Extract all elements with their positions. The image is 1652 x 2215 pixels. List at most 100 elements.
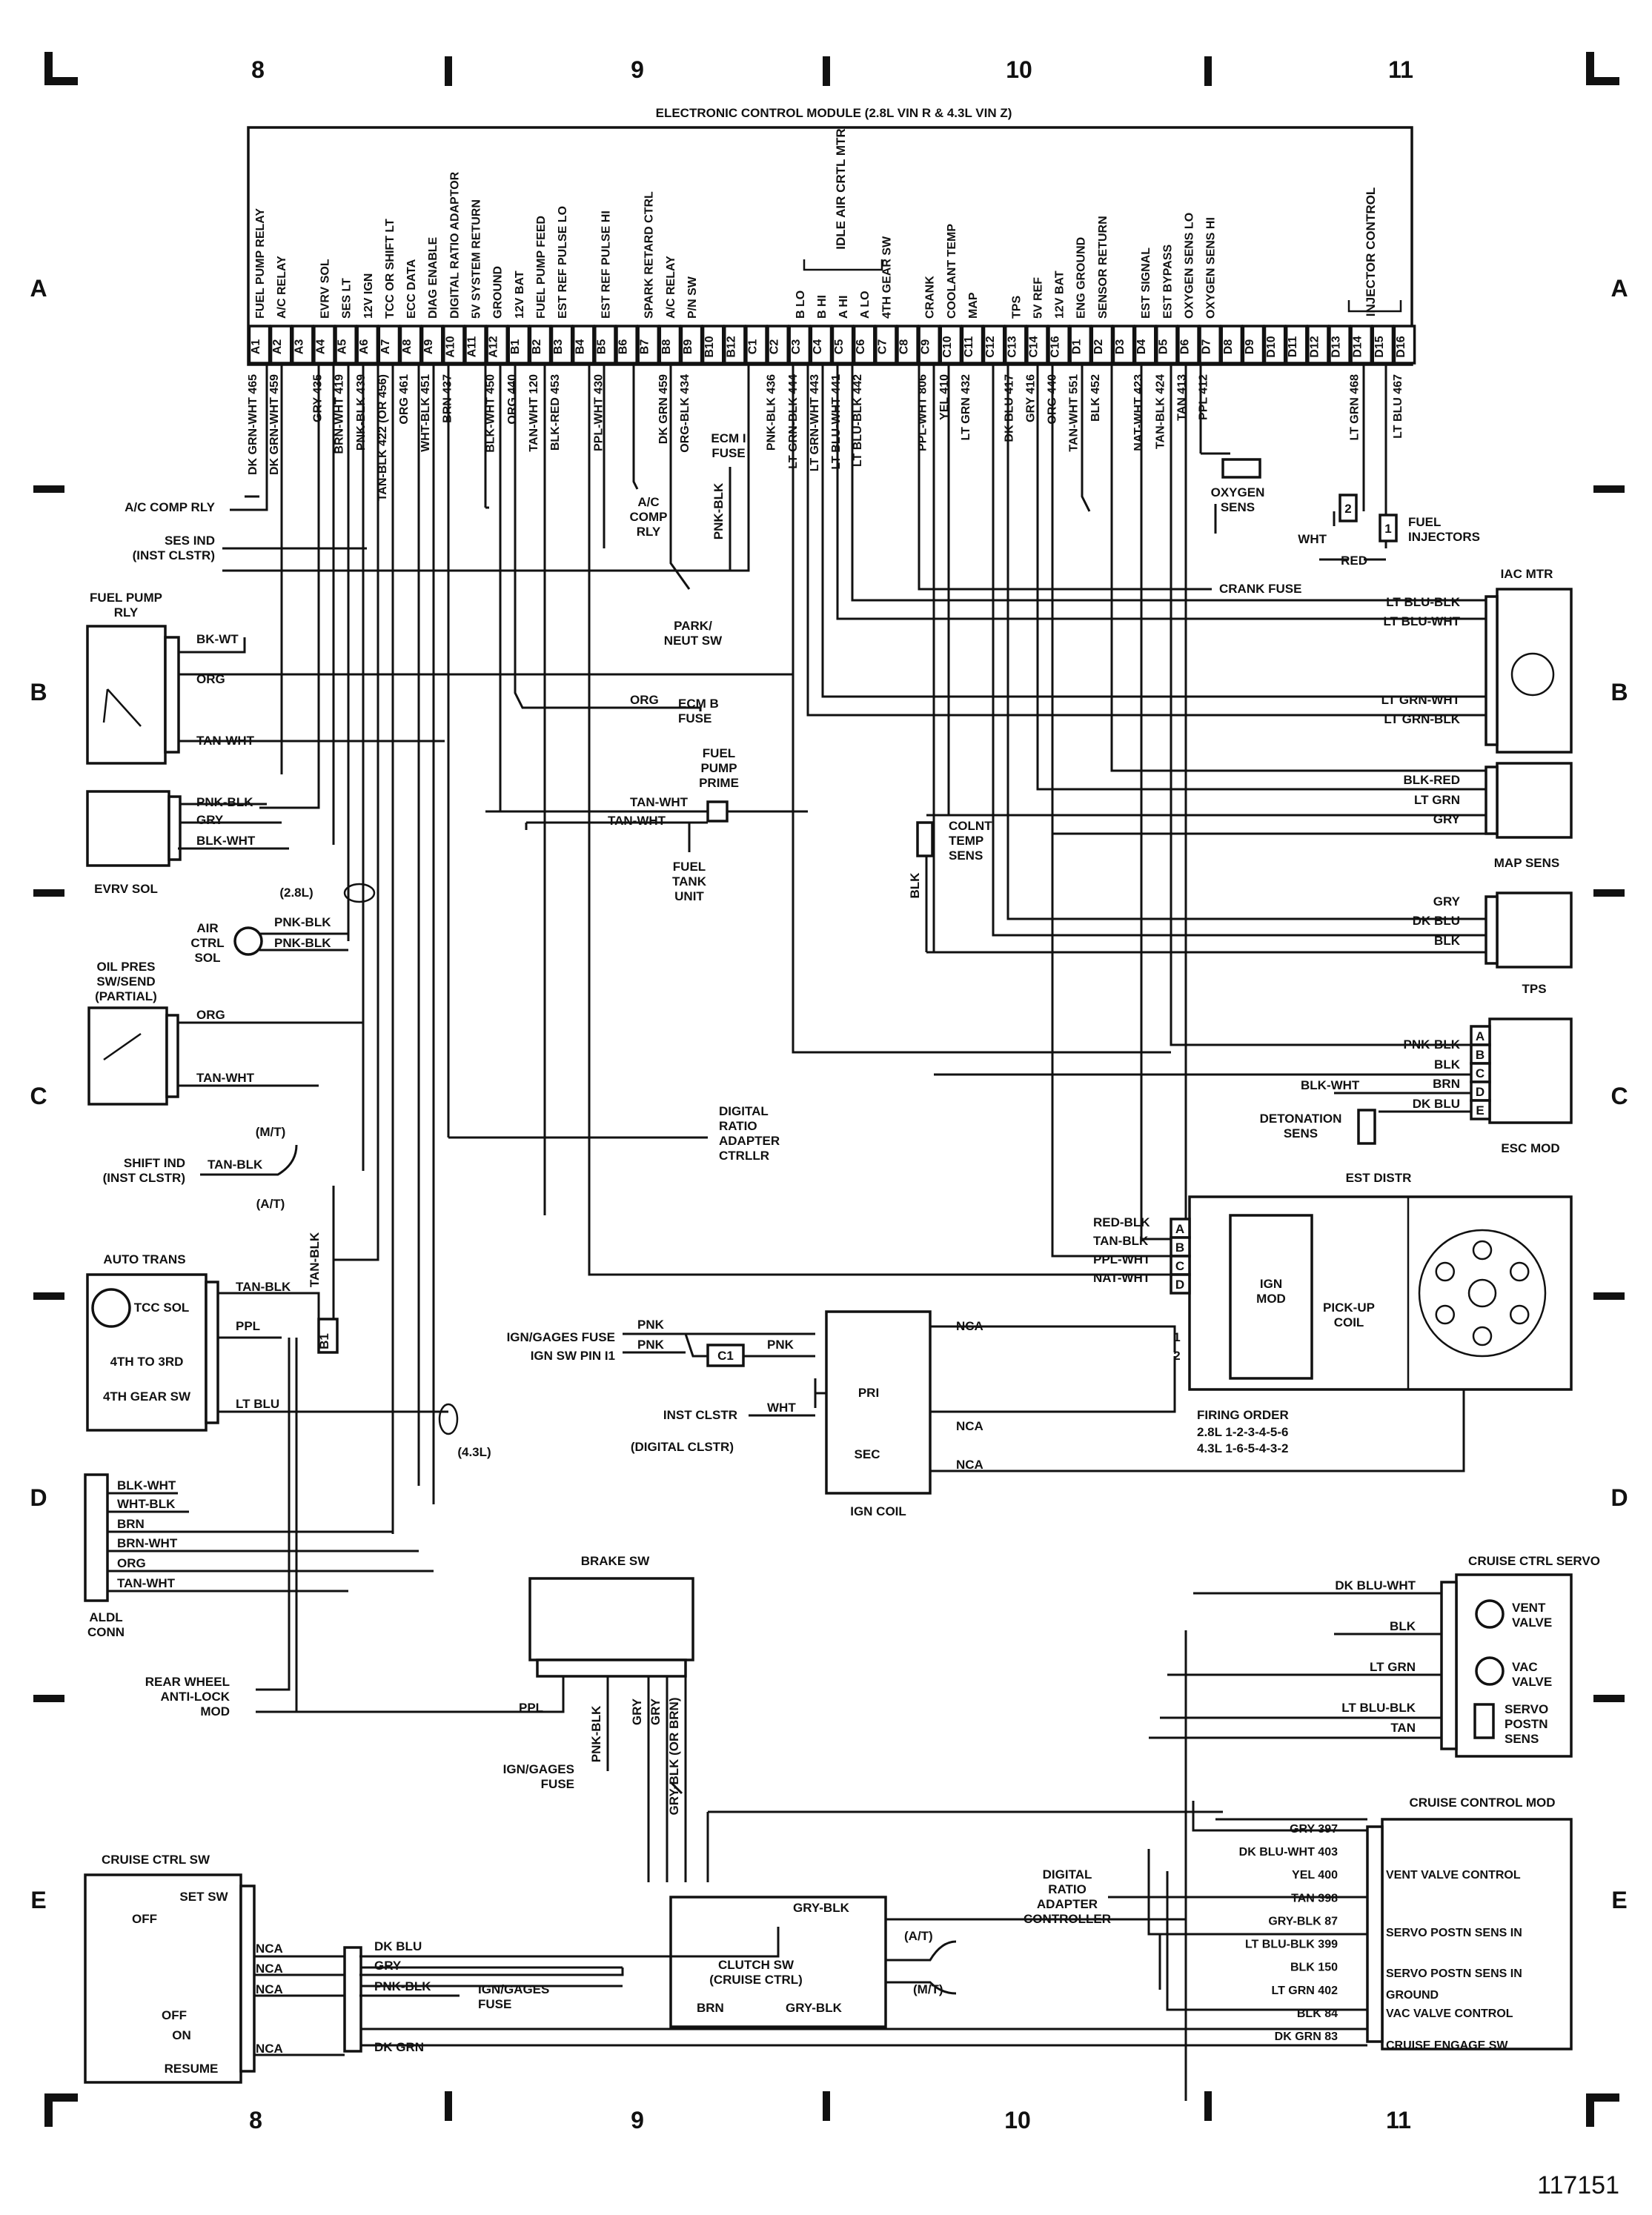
ecm-func-c5: A HI [837, 296, 850, 319]
esc-mod-label: ESC MOD [1501, 1141, 1559, 1155]
ecm-func-c9: CRANK [924, 276, 937, 319]
ecm-pin-a5: A5 [336, 339, 349, 355]
colnt-temp-connector [916, 821, 934, 857]
shift-ind-label: SHIFT IND [124, 1156, 185, 1170]
shift-mt-label: (M/T) [256, 1125, 286, 1139]
ecm-pin-cell-c6 [852, 325, 876, 365]
cruise-ctrl-sw-box [84, 1873, 242, 2084]
iac-wire-2: LT BLU-WHT [1383, 614, 1460, 628]
vent-valve-2: VALVE [1512, 1615, 1552, 1630]
ecm-pin-cell-d14 [1350, 325, 1373, 365]
ign-gages-fuse-label: IGN/GAGES FUSE [507, 1330, 615, 1344]
ecm-pin-cell-c4 [809, 325, 833, 365]
fuel-injectors-line-2: INJECTORS [1408, 530, 1480, 544]
esc-wire-1: PNK-BLK [1404, 1037, 1461, 1052]
air-wire-1: PNK-BLK [274, 915, 331, 929]
pickup-line-1: PICK-UP [1323, 1301, 1375, 1315]
right-components: OXYGEN SENS 2 1 FUEL INJECTORS WHT RED I… [934, 458, 1573, 1155]
shift-at-label: (A/T) [256, 1197, 285, 1211]
ecm-wire-c2: PNK-BLK 436 [766, 374, 778, 451]
row-label-d-left: D [30, 1484, 47, 1511]
ecm-pin-cell-b8 [658, 325, 682, 365]
ecm-func-a4: EVRV SOL [319, 259, 331, 319]
distributor-post [1509, 1304, 1530, 1325]
cruise-mod-label-5: CRUISE ENGAGE SW [1386, 2039, 1508, 2052]
ecm-pin-a2: A2 [271, 339, 284, 355]
est-pin-c: C [1175, 1259, 1184, 1273]
pnk-2: PNK [637, 1338, 665, 1352]
evrv-sol-label: EVRV SOL [94, 882, 158, 896]
ecm-pin-a11: A11 [466, 336, 479, 358]
row-label-a-right: A [1610, 275, 1628, 302]
cruise-mod-label-4: VAC VALVE CONTROL [1386, 2008, 1513, 2020]
cruise-mod-wire-2: YEL 400 [1292, 1869, 1338, 1882]
esc-pin-box-a [1470, 1025, 1491, 1046]
cruise-mod-wire-8: BLK 84 [1297, 2008, 1338, 2020]
ecm-pin-cell-b6 [615, 325, 638, 365]
ecm-pin-d16: D16 [1395, 336, 1407, 357]
ecm-func-b1: 12V BAT [514, 270, 526, 319]
ecm-pin-cell-b10 [701, 325, 725, 365]
ign-mod-line-1: IGN [1260, 1277, 1282, 1291]
ecm-func-c4: B HI [816, 295, 829, 319]
cruise-mod-label-1: SERVO POSTN SENS IN [1386, 1927, 1522, 1939]
colnt-temp-line-1: COLNT [949, 819, 992, 833]
ecm-pin-a3: A3 [293, 339, 305, 355]
oil-wire-tan-wht: TAN-WHT [196, 1071, 255, 1085]
servo-wire-2: BLK [1390, 1619, 1416, 1633]
cruise-mod-title: CRUISE CONTROL MOD [1409, 1796, 1555, 1810]
ecm-func-b3: EST REF PULSE LO [557, 206, 569, 319]
iac-wire-3: LT GRN-WHT [1381, 693, 1461, 707]
oil-pres-line-2: SW/SEND [96, 974, 155, 989]
fuel-tank-line-2: TANK [672, 874, 707, 889]
firing-28l: 2.8L 1-2-3-4-5-6 [1197, 1425, 1288, 1439]
row-label-c-right: C [1610, 1083, 1628, 1109]
col-label-8-bottom: 8 [249, 2107, 262, 2133]
ecm-pin-b5: B5 [595, 339, 608, 355]
ecm-pin-cell-b7 [637, 325, 660, 365]
ecm-pin-cell-a9 [420, 325, 444, 365]
ecm-pin-cell-d8 [1220, 325, 1244, 365]
fuel-pump-prime-terminal [706, 800, 729, 823]
sw-nca-3: NCA [256, 1982, 283, 1996]
row-label-b-left: B [30, 679, 47, 705]
est-wire-2: TAN-BLK [1093, 1234, 1149, 1248]
cruise-mod-wire-1: DK BLU-WHT 403 [1239, 1846, 1338, 1859]
col-label-11-bottom: 11 [1386, 2107, 1411, 2133]
ecm-pin-b9: B9 [682, 339, 694, 355]
ecm-pin-cell-c3 [788, 325, 812, 365]
ecm-func-a12: GROUND [492, 266, 505, 319]
cruise-mod-wire-9: DK GRN 83 [1275, 2030, 1338, 2043]
detonation-line-1: DETONATION [1260, 1112, 1342, 1126]
distributor-cap [1418, 1229, 1547, 1358]
ecm-func-b9: P/N SW [686, 276, 699, 319]
ecm-pin-c14: C14 [1027, 336, 1040, 357]
distributor-post [1435, 1304, 1456, 1325]
ecm-pin-a8: A8 [401, 339, 414, 355]
colnt-wire: BLK [908, 872, 922, 899]
ecm-func-a2: A/C RELAY [276, 256, 288, 319]
vac-valve-2: VALVE [1512, 1675, 1552, 1689]
on-label: ON [172, 2028, 191, 2042]
ecm-pin-cell-a4 [313, 325, 336, 365]
map-sens-box [1496, 762, 1573, 839]
ecm-pin-d3: D3 [1114, 339, 1127, 355]
aldl-conn-line-2: CONN [87, 1625, 125, 1639]
clutch-sw-line-2: (CRUISE CTRL) [709, 1973, 803, 1987]
col-label-11-top: 11 [1388, 56, 1413, 83]
servo-postn-2: POSTN [1505, 1717, 1548, 1731]
ecm-wire-a1: DK GRN-WHT 465 [247, 374, 259, 475]
evrv-sol-box [86, 790, 170, 867]
ecm-pin-cell-c1 [745, 325, 768, 365]
idle-air-group-label: IDLE AIR CRTL MTR [834, 128, 848, 249]
esc-pin-c: C [1476, 1066, 1485, 1080]
ecm-pin-cell-a3 [291, 325, 314, 365]
ecm-pin-c11: C11 [963, 336, 975, 358]
servo-title: CRUISE CTRL SERVO [1468, 1554, 1600, 1568]
esc-det-wire: BLK-WHT [1301, 1078, 1360, 1092]
vac-valve-1: VAC [1512, 1660, 1538, 1674]
ecm-pin-cell-a11 [464, 325, 487, 365]
ecm-wire-a5: BRN-WHT 419 [334, 374, 346, 454]
ecm-pin-cell-b4 [571, 325, 595, 365]
